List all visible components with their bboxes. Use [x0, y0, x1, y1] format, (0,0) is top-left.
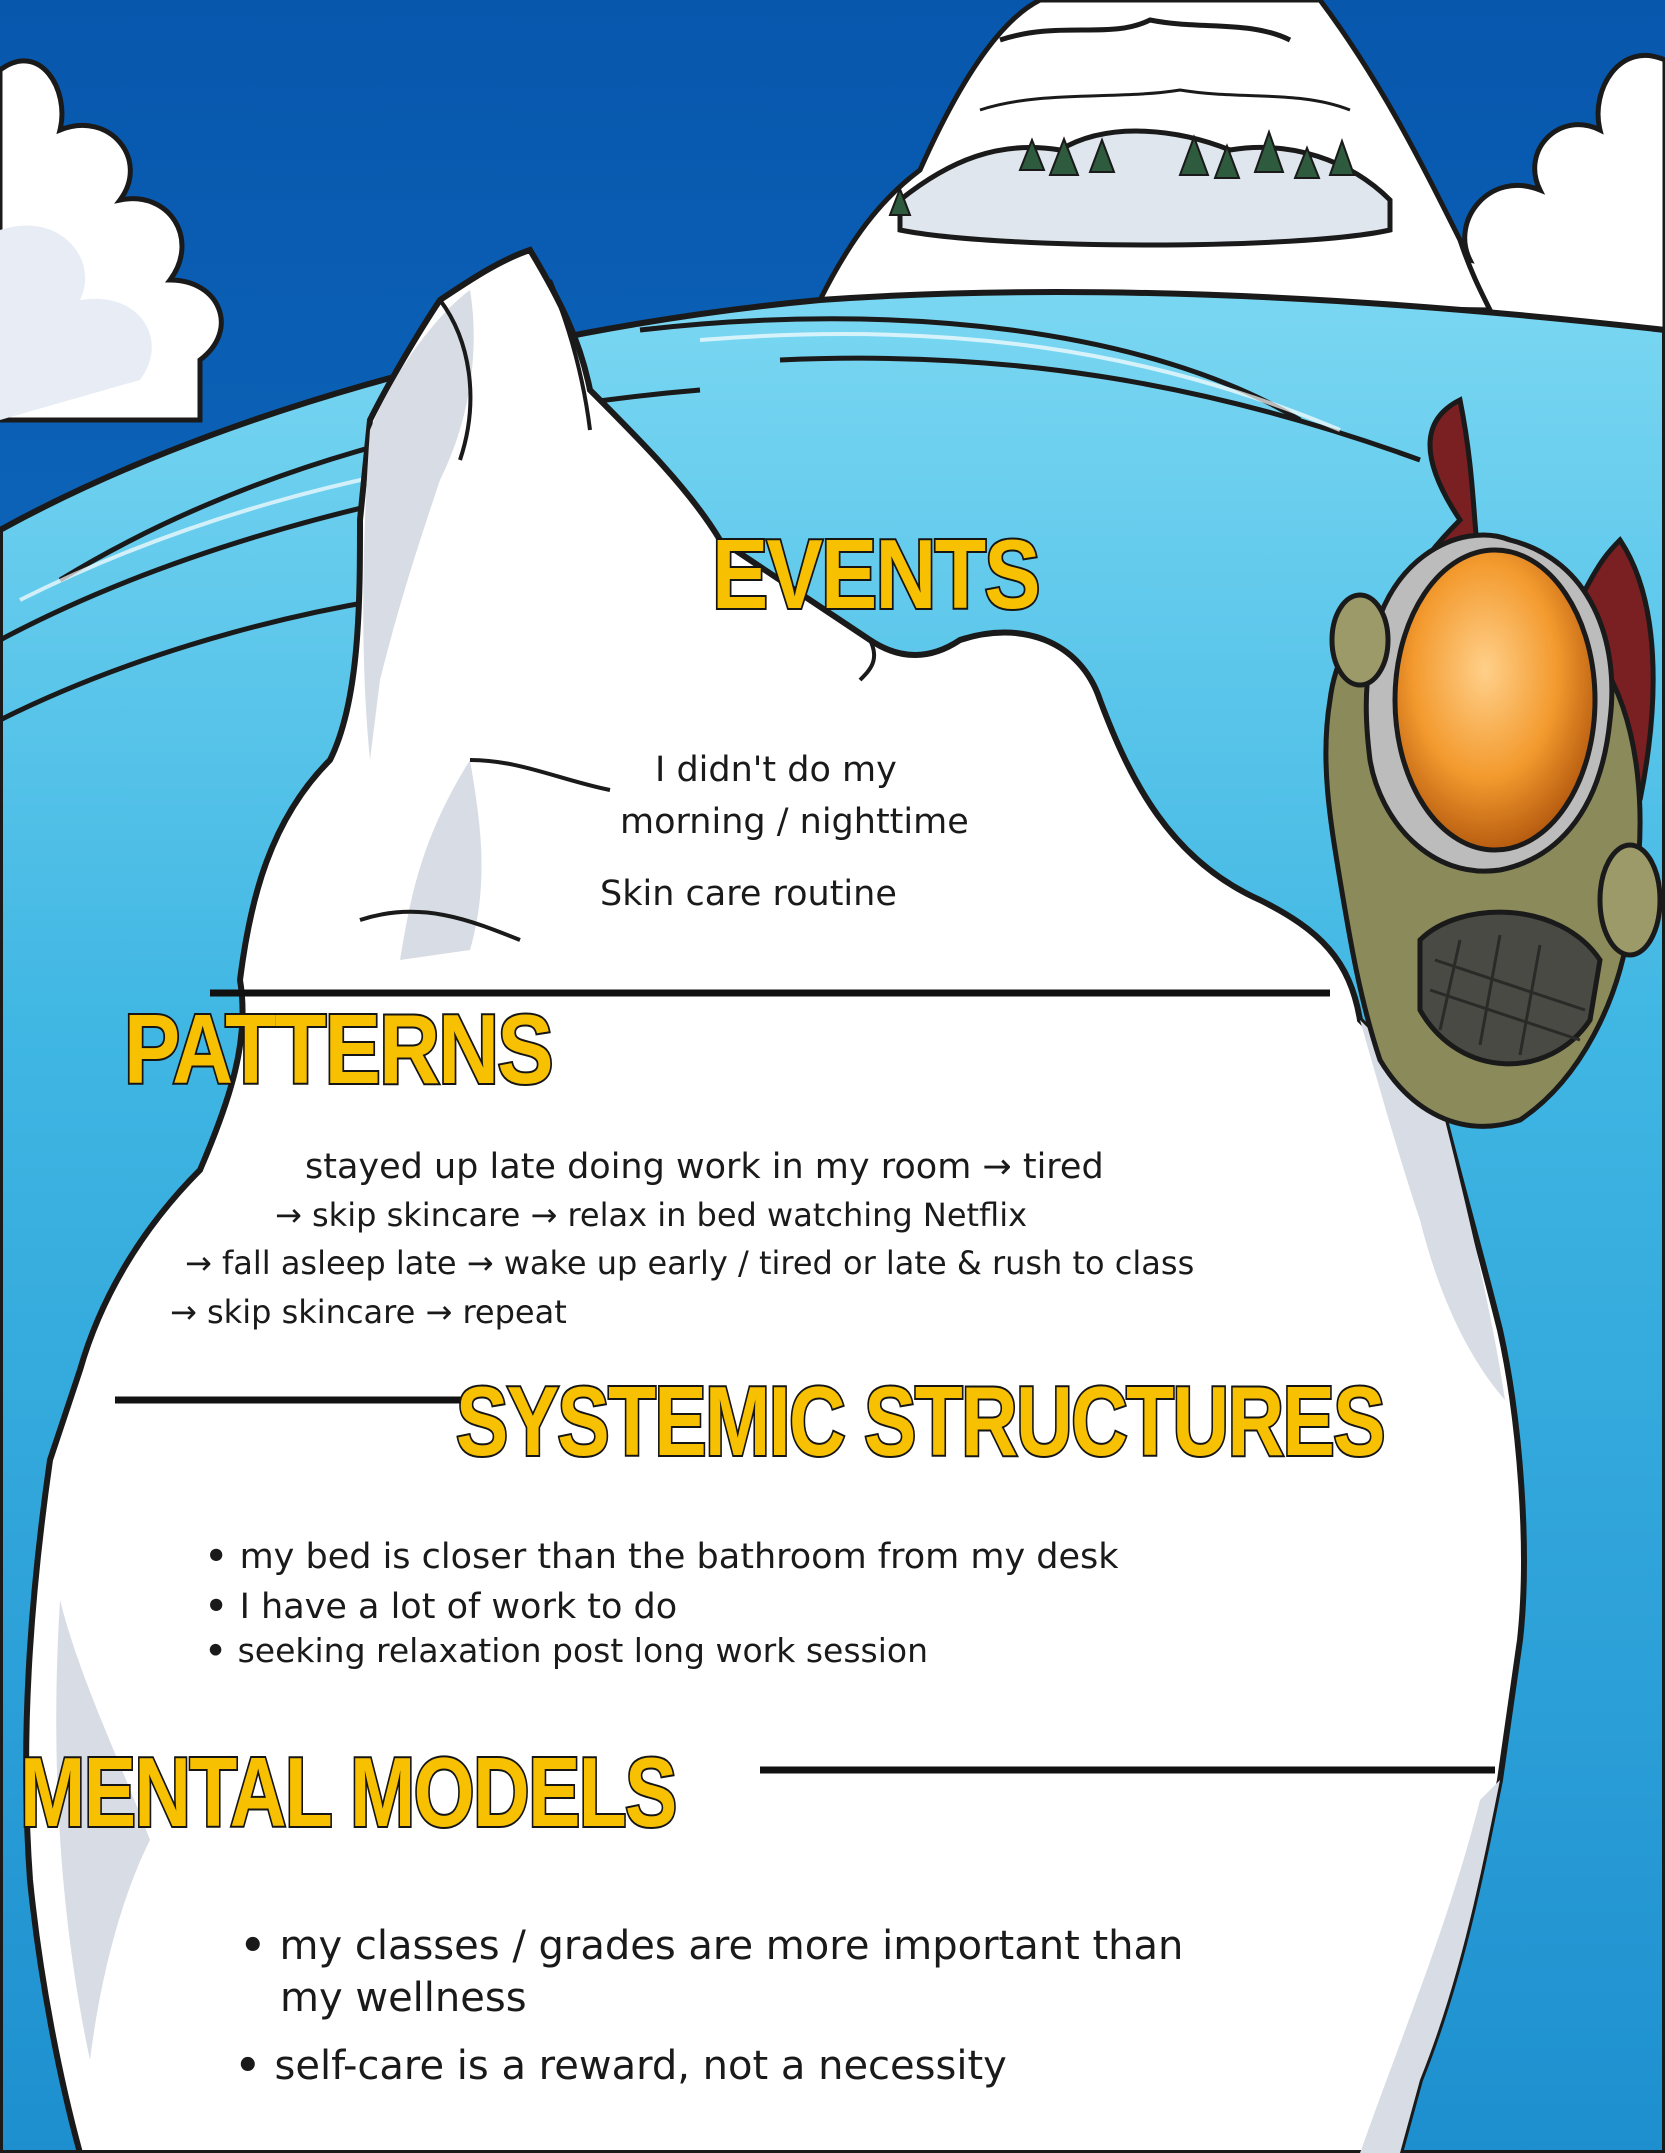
patterns-line-4: → skip skincare → repeat	[170, 1293, 567, 1331]
events-line-2: morning / nighttime	[620, 802, 969, 842]
systemic-item-3: seeking relaxation post long work sessio…	[205, 1630, 928, 1673]
mental-item-1: my classes / grades are more important t…	[240, 1920, 1184, 1972]
events-line-3: Skin care routine	[600, 874, 897, 914]
patterns-line-2: → skip skincare → relax in bed watching …	[275, 1196, 1028, 1234]
section-dividers	[115, 989, 1495, 1774]
heading-systemic-structures: SYSTEMIC STRUCTURES	[454, 1366, 1387, 1476]
pine-trees	[888, 128, 1356, 216]
heading-events: EVENTS	[710, 519, 1042, 629]
aqua-grabber-submarine	[1323, 396, 1663, 1129]
events-line-1: I didn't do my	[655, 750, 897, 790]
mental-item-2: self-care is a reward, not a necessity	[235, 2040, 1007, 2092]
heading-mental-models: MENTAL MODELS	[18, 1737, 679, 1847]
heading-patterns: PATTERNS	[122, 994, 555, 1104]
clouds-left	[0, 58, 224, 423]
iceberg	[23, 246, 1527, 2153]
iceberg-shading	[56, 290, 1505, 2153]
systemic-item-2: I have a lot of work to do	[205, 1585, 678, 1631]
patterns-line-3: → fall asleep late → wake up early / tir…	[185, 1244, 1195, 1282]
systemic-item-1: my bed is closer than the bathroom from …	[205, 1535, 1119, 1581]
mental-item-1-continued: my wellness	[280, 1975, 527, 2021]
mountain-island	[815, 0, 1495, 313]
patterns-line-1: stayed up late doing work in my room → t…	[305, 1147, 1104, 1187]
